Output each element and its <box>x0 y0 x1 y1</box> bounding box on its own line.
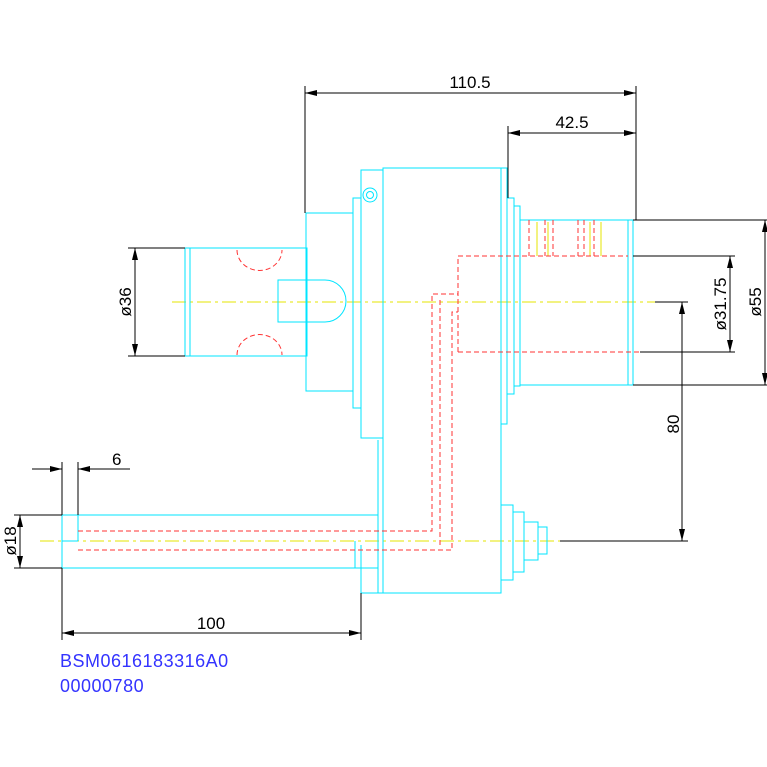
channel-hidden-b <box>78 311 458 551</box>
dim-shank-diameter: ø36 <box>116 287 135 316</box>
dim-shoulder-length: 6 <box>112 450 121 469</box>
pin-circle <box>362 187 378 203</box>
dim-overall-length: 110.5 <box>449 73 490 92</box>
dim-shaft-length: 100 <box>197 614 225 633</box>
main-body <box>382 167 502 594</box>
flange-outline <box>500 167 508 425</box>
part-code: BSM0616183316A0 <box>60 651 229 671</box>
hidden-lines <box>78 249 640 551</box>
dim-shaft-diameter: ø18 <box>1 526 20 555</box>
dim-flange-diameter: ø55 <box>746 287 765 316</box>
tang-outline <box>277 279 347 323</box>
dim-axis-offset: 80 <box>664 415 683 434</box>
dimensions: 110.5 42.5 ø36 ø55 ø31.75 80 ø18 <box>1 73 767 640</box>
bore-hidden <box>457 255 640 353</box>
spindle-details <box>528 220 602 256</box>
nut-outline <box>500 504 514 581</box>
part-number: 00000780 <box>60 676 145 696</box>
spindle-outline <box>519 219 634 386</box>
shank-hidden-arc-top <box>236 249 283 271</box>
dim-flange-length: 42.5 <box>555 113 588 132</box>
centerlines <box>40 301 660 542</box>
part-outline <box>61 167 634 594</box>
channel-hidden-a <box>78 293 458 532</box>
shank-outline <box>184 247 308 357</box>
dim-bore-diameter: ø31.75 <box>711 278 730 331</box>
shank-hidden-arc-bottom <box>236 334 283 356</box>
